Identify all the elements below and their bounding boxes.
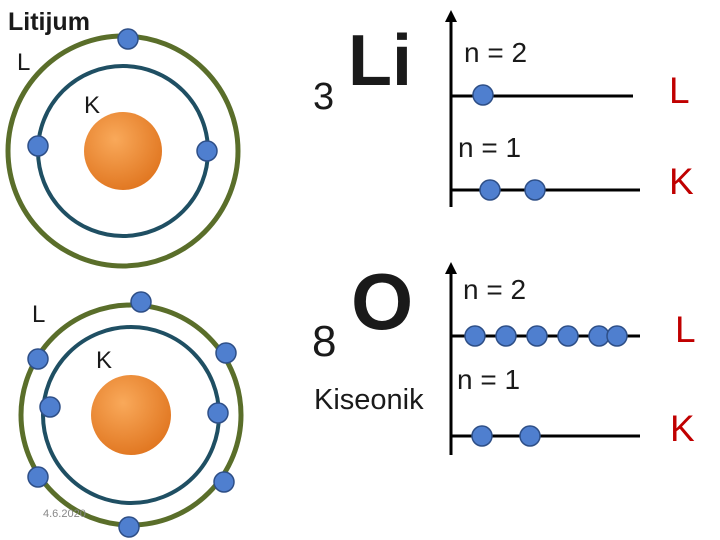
oxygen-outer-electrons	[27, 291, 237, 538]
lithium-nucleus	[84, 112, 162, 190]
lithium-level-n2-shell: L	[669, 70, 690, 111]
lithium-level-n1-shell: K	[669, 161, 694, 202]
lithium-atomic-number: 3	[313, 76, 335, 118]
energy-axis-arrowhead	[445, 10, 457, 22]
electron	[196, 140, 218, 162]
lithium-inner-shell-label: K	[84, 92, 101, 119]
electron	[471, 425, 493, 447]
electron	[27, 348, 49, 370]
oxygen-level-n2-label: n = 2	[463, 274, 527, 305]
oxygen-inner-electrons	[39, 396, 229, 424]
lithium-outer-shell-label: L	[17, 49, 31, 76]
electron	[557, 325, 579, 347]
electron	[479, 179, 501, 201]
oxygen-energy-diagram	[445, 262, 640, 455]
electron	[519, 425, 541, 447]
electron	[495, 325, 517, 347]
lithium-outer-electrons	[117, 28, 139, 50]
oxygen-level-n1-label: n = 1	[457, 364, 521, 395]
oxygen-level-n2-shell: L	[675, 309, 696, 350]
electron	[27, 135, 49, 157]
electron	[117, 28, 139, 50]
slide-title: Litijum	[8, 8, 90, 36]
oxygen-atom-model	[18, 291, 244, 538]
electron	[130, 291, 152, 313]
electron	[588, 325, 610, 347]
oxygen-name: Kiseonik	[314, 384, 424, 416]
electron	[27, 466, 49, 488]
lithium-symbol: Li	[348, 21, 412, 101]
electron	[215, 342, 237, 364]
oxygen-symbol: O	[351, 257, 414, 346]
lithium-inner-electrons	[27, 135, 218, 162]
electron	[524, 179, 546, 201]
electron	[472, 84, 494, 106]
oxygen-mass-number: 8	[312, 317, 337, 366]
electron	[526, 325, 548, 347]
electron	[39, 396, 61, 418]
lithium-level-n1-label: n = 1	[458, 132, 522, 163]
electron	[118, 516, 140, 538]
oxygen-inner-shell-label: K	[96, 347, 113, 374]
electron	[464, 325, 486, 347]
electron	[213, 471, 235, 493]
slide-date: 4.6.2020	[43, 508, 86, 520]
lithium-atom-model	[5, 28, 241, 269]
energy-axis-arrowhead	[445, 262, 457, 274]
oxygen-nucleus	[91, 375, 171, 455]
lithium-energy-diagram	[445, 10, 640, 207]
oxygen-level-n1-shell: K	[670, 408, 695, 449]
oxygen-outer-shell-label: L	[32, 301, 46, 328]
lithium-level-n2-label: n = 2	[464, 37, 528, 68]
electron	[606, 325, 628, 347]
electron	[207, 402, 229, 424]
